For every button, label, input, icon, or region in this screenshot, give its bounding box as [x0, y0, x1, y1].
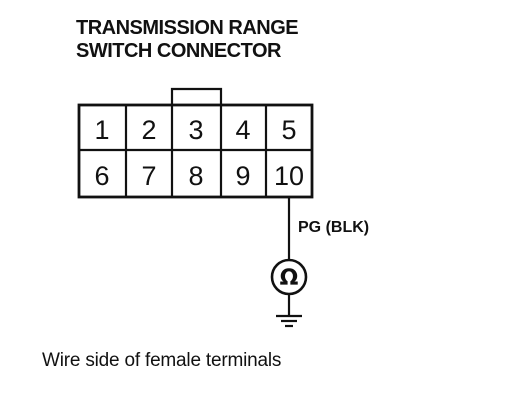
- title-line-2: SWITCH CONNECTOR: [76, 40, 281, 62]
- diagram-caption: Wire side of female terminals: [42, 350, 282, 371]
- terminal-8: 8: [188, 161, 203, 191]
- terminal-4: 4: [235, 115, 250, 145]
- wire-label: PG (BLK): [298, 219, 369, 236]
- connector-body: [77, 87, 314, 199]
- terminal-6: 6: [94, 161, 109, 191]
- ohm-symbol: Ω: [280, 266, 299, 291]
- terminal-7: 7: [141, 161, 156, 191]
- diagram-title: TRANSMISSION RANGE SWITCH CONNECTOR: [76, 17, 299, 63]
- title-line-1: TRANSMISSION RANGE: [76, 17, 299, 39]
- ground-icon: [276, 314, 302, 328]
- terminal-5: 5: [281, 115, 296, 145]
- terminal-3: 3: [188, 115, 203, 145]
- terminal-10: 10: [274, 161, 304, 191]
- terminal-2: 2: [141, 115, 156, 145]
- terminal-1: 1: [94, 115, 109, 145]
- terminal-9: 9: [235, 161, 250, 191]
- connector-lock-tab: [170, 87, 223, 105]
